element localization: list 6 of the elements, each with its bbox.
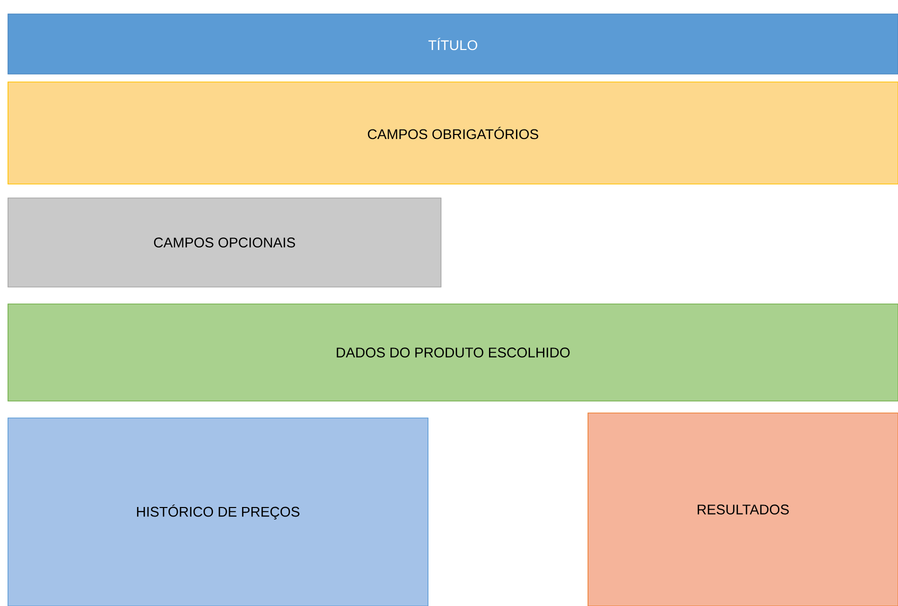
title-bar: TÍTULO [8, 14, 898, 74]
section-box: CAMPOS OPCIONAIS [8, 198, 442, 288]
section-box: HISTÓRICO DE PREÇOS [8, 418, 428, 606]
section-box: RESULTADOS [588, 412, 898, 606]
section-band: CAMPOS OBRIGATÓRIOS [8, 82, 898, 184]
section-band: DADOS DO PRODUTO ESCOLHIDO [8, 304, 898, 402]
